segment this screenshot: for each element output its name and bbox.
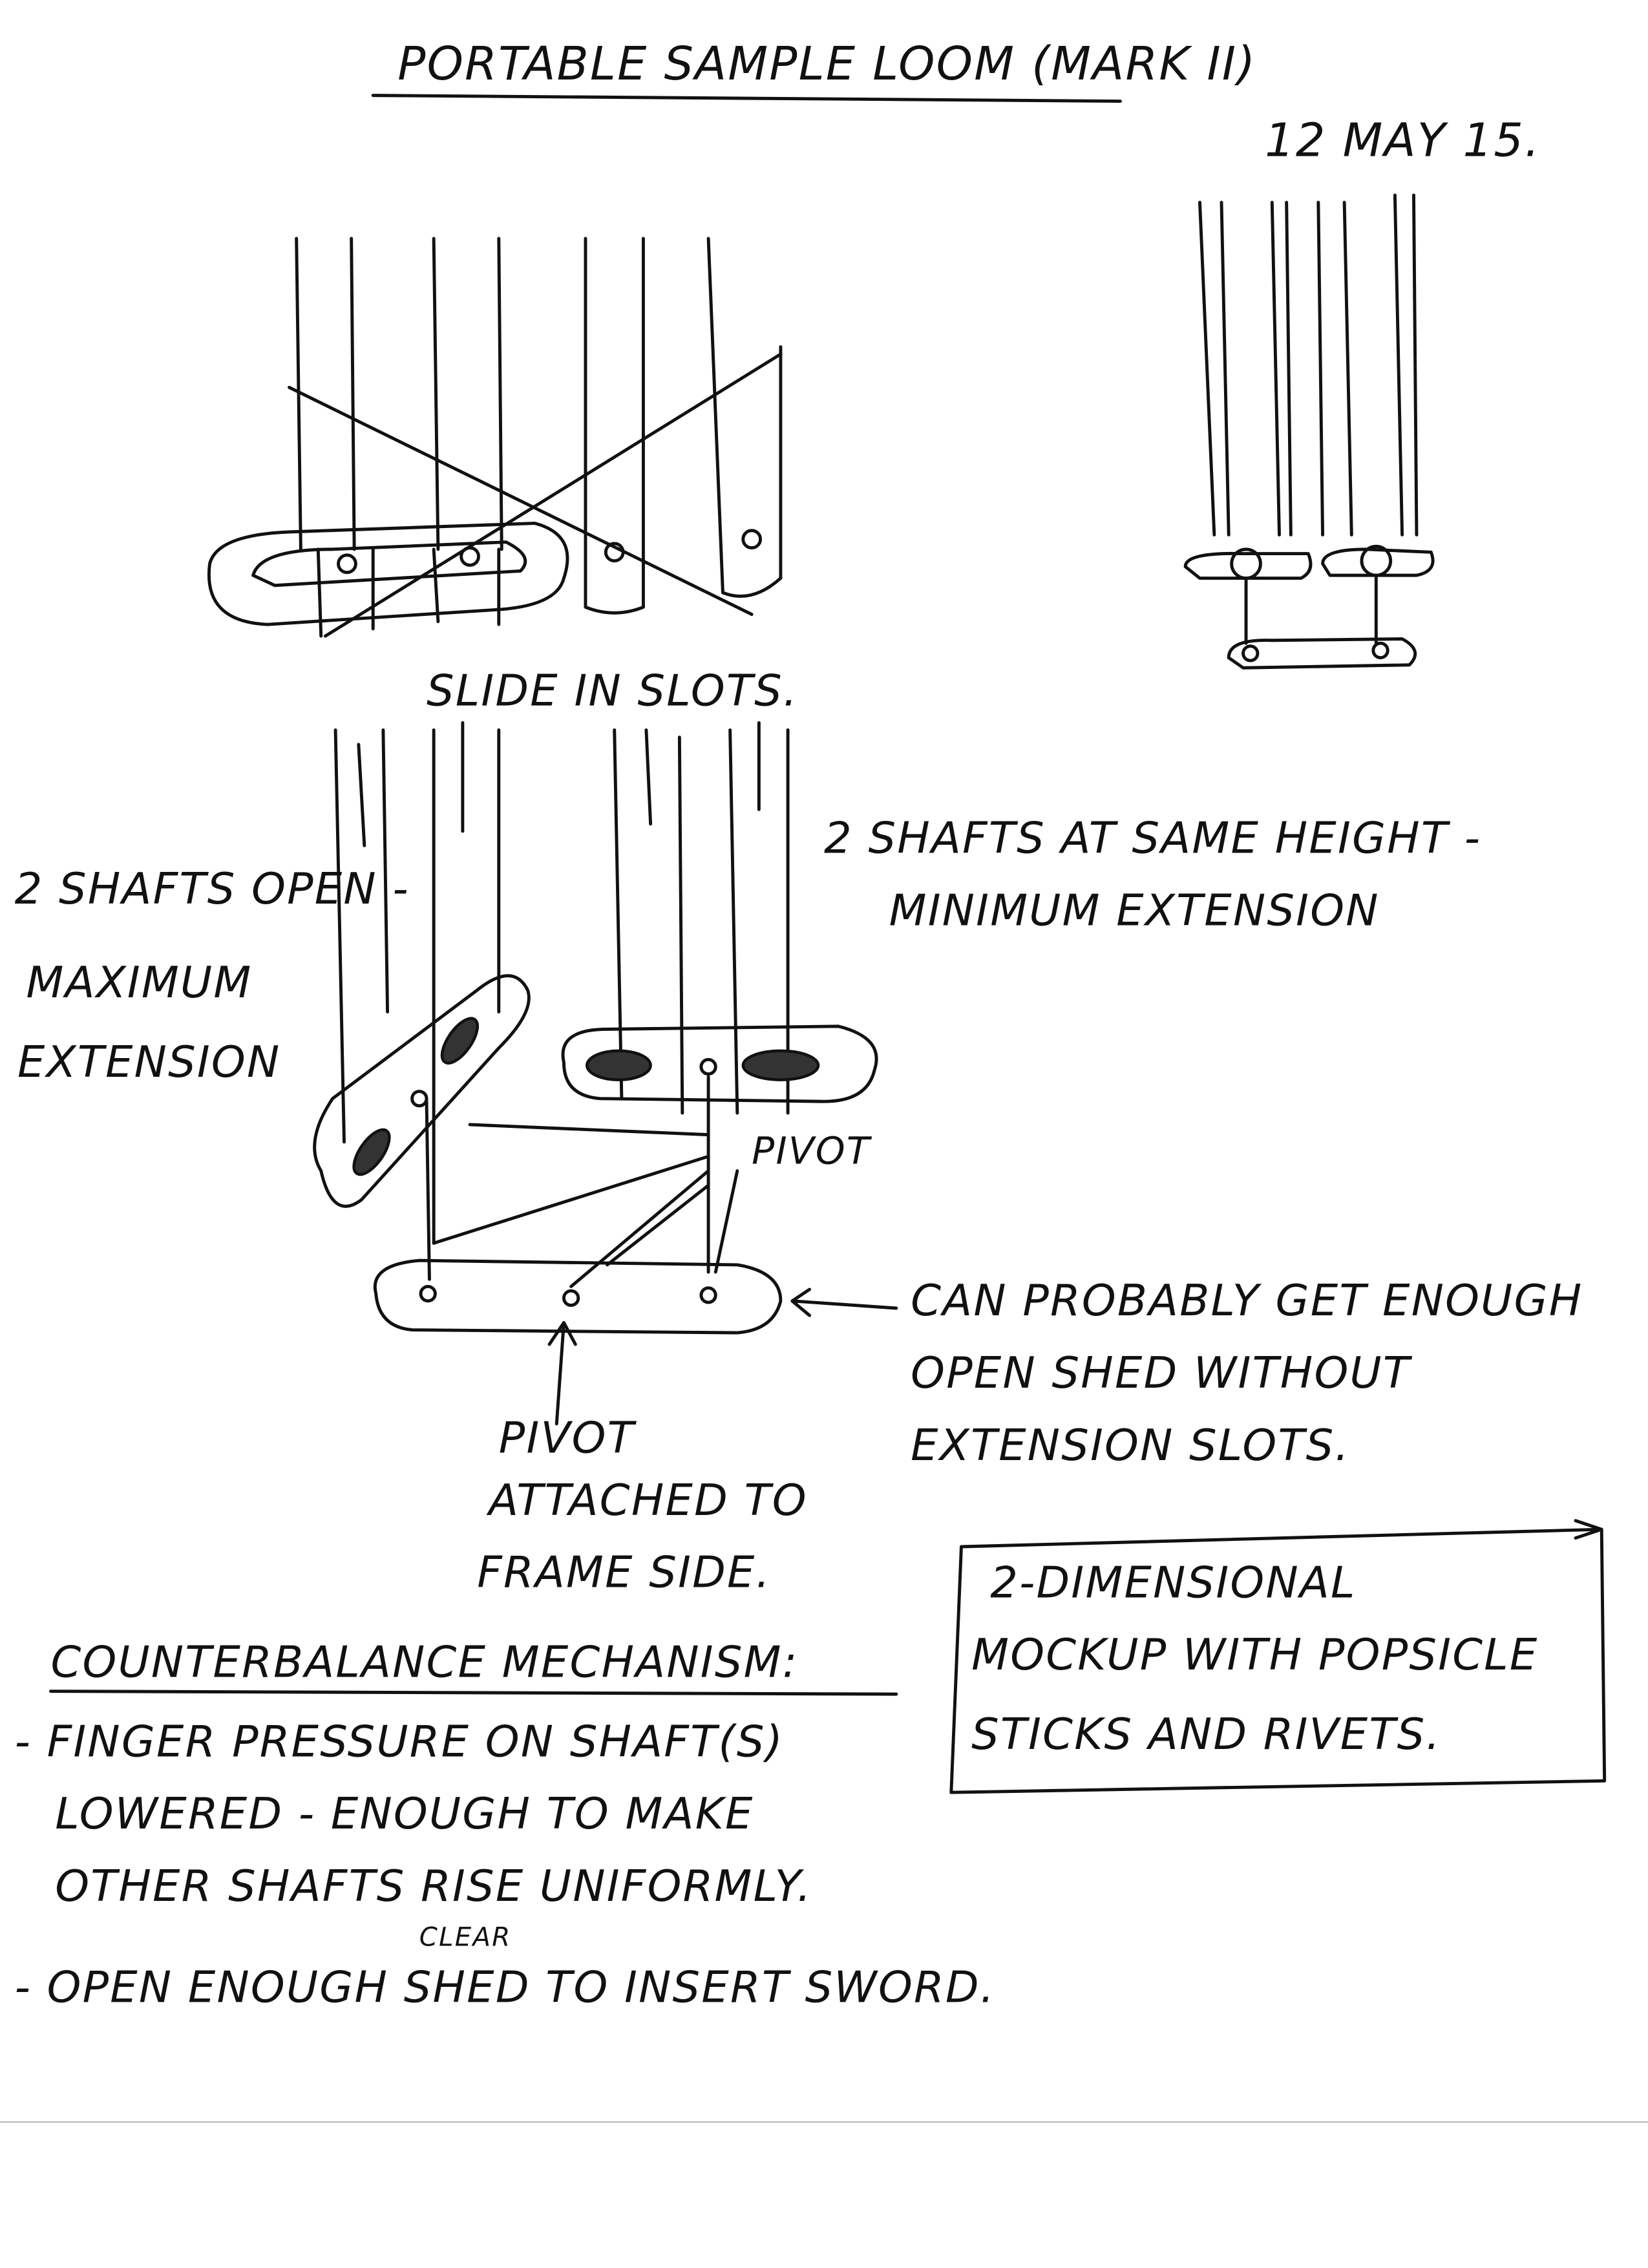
label-open-3: EXTENSION [17,1037,280,1087]
label-can-2: OPEN SHED WITHOUT [911,1348,1413,1398]
label-same-1: 2 SHAFTS AT SAME HEIGHT - [824,813,1481,864]
label-can-1: CAN PROBABLY GET ENOUGH [911,1275,1583,1326]
title-underline [371,94,1122,103]
box-note-line-3: STICKS AND RIVETS. [971,1709,1441,1759]
label-attached-1: ATTACHED TO [486,1475,808,1525]
title: PORTABLE SAMPLE LOOM (MARK II) [397,37,1256,90]
box-note-line-2: MOCKUP WITH POPSICLE [971,1629,1538,1680]
notes-line-4: - OPEN ENOUGH SHED TO INSERT SWORD. [15,1962,996,2012]
top-right-shaft-sketch [1183,193,1435,670]
notes-line-1: - FINGER PRESSURE ON SHAFT(S) [15,1716,785,1766]
label-same-2: MINIMUM EXTENSION [889,885,1380,935]
label-can-3: EXTENSION SLOTS. [911,1420,1350,1470]
label-slide-in-slots: SLIDE IN SLOTS. [427,665,798,715]
box-note-line-1: 2-DIMENSIONAL [990,1557,1356,1607]
label-open-1: 2 SHAFTS OPEN - [15,864,410,914]
notes-heading: COUNTERBALANCE MECHANISM: [50,1637,798,1687]
box-note-border [949,1519,1607,1794]
label-pivot-bottom: PIVOT [499,1413,637,1463]
label-open-2: MAXIMUM [26,957,252,1008]
date: 12 MAY 15. [1265,114,1541,167]
label-attached-2: FRAME SIDE. [477,1547,771,1598]
notes-insert-word: CLEAR [419,1922,512,1952]
top-left-shaft-sketch [207,237,783,638]
middle-mechanism-sketch [313,721,898,1426]
label-pivot-top: PIVOT [752,1129,872,1172]
notes-heading-underline [49,1690,898,1696]
notes-line-3: OTHER SHAFTS RISE UNIFORMLY. [55,1861,812,1911]
notes-line-2: LOWERED - ENOUGH TO MAKE [55,1788,754,1839]
